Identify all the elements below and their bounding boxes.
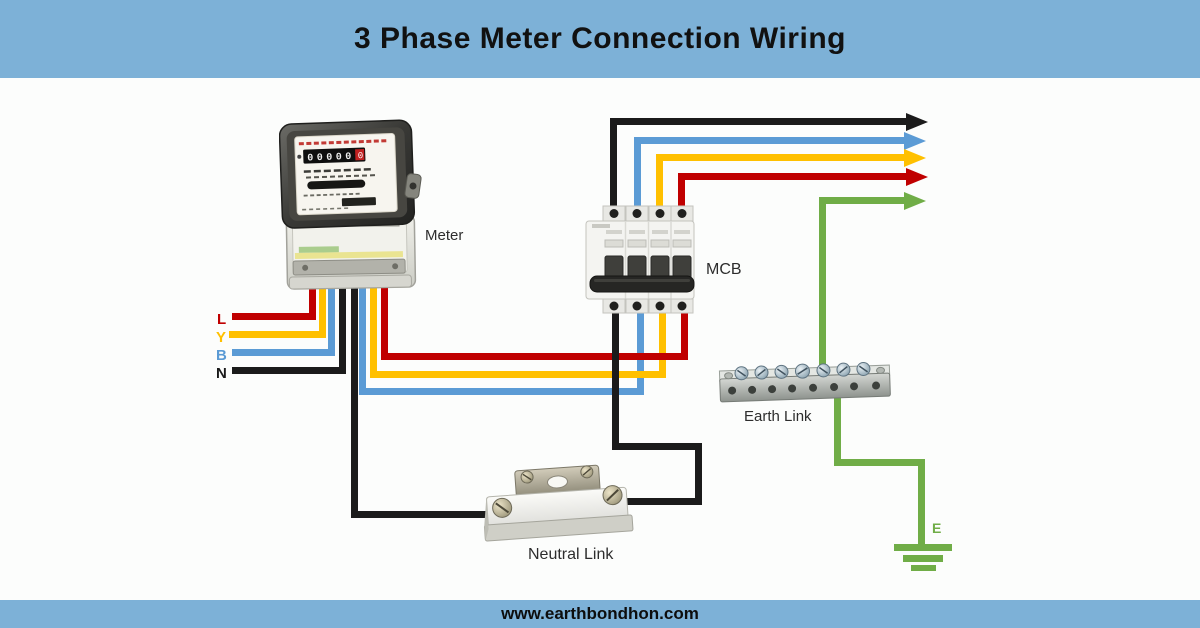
ground-bar-1: [894, 544, 952, 551]
wire-phase-y-meter-mcb-h: [370, 371, 666, 378]
wire-neutral-mcb-link-h2: [610, 498, 702, 505]
wire-phase-b-in-horizontal: [232, 349, 335, 356]
footer-website-url: www.earthbondhon.com: [501, 604, 699, 623]
meter-register-digits: 00000: [307, 152, 355, 165]
earth-link-image: [718, 361, 891, 403]
wire-phase-r-meter-mcb-v1: [381, 268, 388, 360]
wire-phase-b-meter-mcb-v2: [637, 300, 644, 395]
earth-link-holes: [728, 381, 881, 395]
wire-phase-r-meter-mcb-h: [381, 353, 688, 360]
y-out-arrow-icon: [904, 149, 926, 167]
neutral-link-image: [483, 464, 634, 542]
mcb-toggle-bar: [589, 275, 695, 293]
wire-r-out-horizontal: [678, 173, 906, 180]
wire-n-out-horizontal: [610, 118, 908, 125]
wire-neutral-mcb-link-v1: [612, 300, 619, 450]
wire-earth-out-vertical: [819, 197, 826, 372]
wire-y-out-vertical: [656, 154, 663, 218]
r-out-arrow-icon: [906, 168, 928, 186]
mcb-bottom-terminals: [602, 298, 694, 314]
neutral-link-label: Neutral Link: [528, 546, 614, 563]
page-title: 3 Phase Meter Connection Wiring: [354, 22, 846, 55]
wire-neutral-meter-to-link-vertical: [351, 268, 358, 518]
earth-out-arrow-icon: [904, 192, 926, 210]
wire-phase-y-in-horizontal: [229, 331, 326, 338]
wire-earth-ground-v2: [918, 459, 925, 547]
wire-earth-out-horizontal: [819, 197, 906, 204]
ground-bar-3: [911, 565, 936, 571]
wire-b-out-vertical: [634, 137, 641, 218]
phase-label-l: L: [217, 311, 227, 328]
n-out-arrow-icon: [906, 113, 928, 131]
phase-label-y: Y: [216, 329, 227, 346]
mcb-top-terminals: [602, 205, 694, 222]
meter-image: 00000 0: [279, 119, 422, 290]
wire-b-out-horizontal: [634, 137, 906, 144]
meter-label: Meter: [425, 227, 464, 244]
wire-y-out-horizontal: [656, 154, 906, 161]
mcb-pole-markings: [604, 230, 692, 248]
wire-neutral-meter-to-link-horizontal: [351, 511, 501, 518]
mcb-image: [585, 205, 695, 314]
wire-r-out-vertical: [678, 173, 685, 218]
wire-phase-b-meter-mcb-v1: [359, 268, 366, 395]
phase-label-b: B: [216, 347, 227, 364]
earth-link-screws: [734, 361, 871, 381]
wire-phase-y-meter-mcb-v1: [370, 268, 377, 378]
wire-neutral-in-vertical: [339, 268, 346, 374]
wire-neutral-mcb-link-v2: [695, 443, 702, 505]
earth-link-label: Earth Link: [744, 408, 812, 425]
wire-earth-ground-v1: [834, 396, 841, 466]
header-band: 3 Phase Meter Connection Wiring: [0, 0, 1200, 78]
wire-phase-l-in-vertical: [309, 268, 316, 320]
ground-bar-2: [903, 555, 943, 562]
meter-register: [303, 147, 366, 164]
phase-label-n: N: [216, 365, 227, 382]
wire-phase-y-in-vertical: [319, 268, 326, 338]
wire-neutral-in-horizontal: [232, 367, 346, 374]
wire-n-out-vertical: [610, 118, 617, 218]
mcb-label: MCB: [706, 261, 742, 278]
earth-terminal-label: E: [932, 520, 942, 536]
wire-phase-l-in-horizontal: [232, 313, 316, 320]
wire-earth-ground-h: [834, 459, 925, 466]
wire-phase-y-meter-mcb-v2: [659, 300, 666, 378]
wire-phase-b-meter-mcb-h: [359, 388, 644, 395]
meter-register-red-digit: 0: [358, 151, 364, 161]
footer-band: www.earthbondhon.com: [0, 600, 1200, 628]
meter-lower-body: [285, 214, 417, 290]
wire-neutral-mcb-link-h1: [612, 443, 702, 450]
wire-phase-b-in-vertical: [328, 268, 335, 356]
b-out-arrow-icon: [904, 132, 926, 150]
wire-phase-r-meter-mcb-v2: [681, 300, 688, 360]
meter-top-unit: 00000 0: [279, 119, 416, 229]
